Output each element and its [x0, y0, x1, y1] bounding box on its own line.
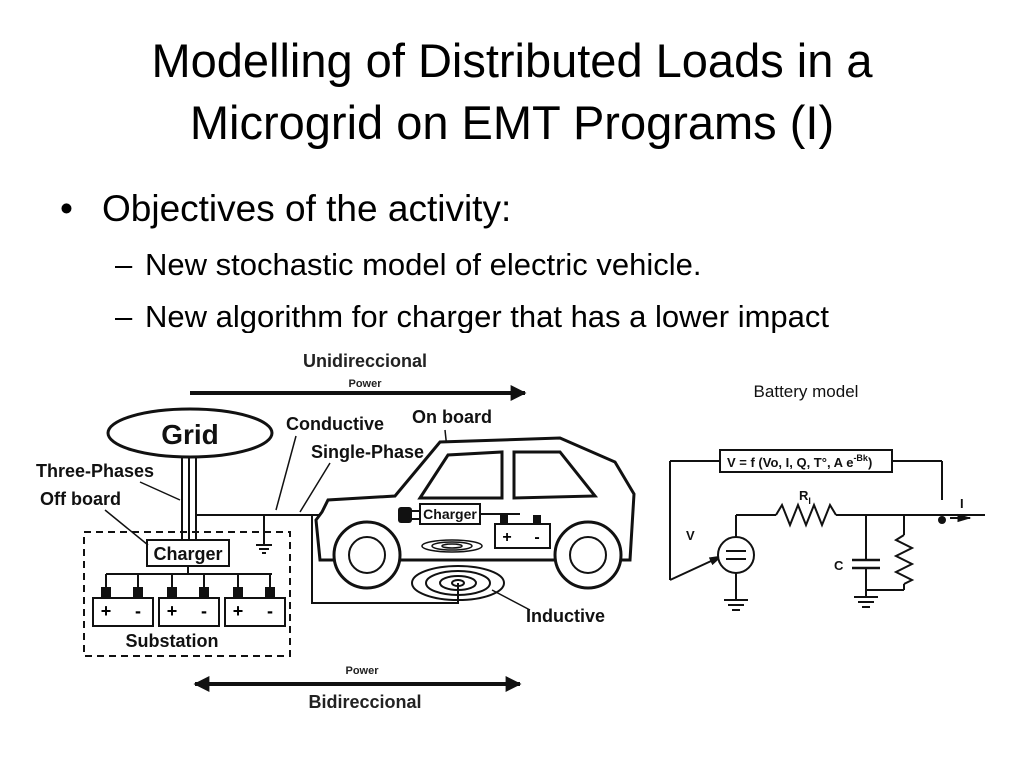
- ground-icon: [256, 544, 272, 554]
- sub-bullet-1: – New stochastic model of electric vehic…: [115, 245, 1000, 285]
- car-battery: + -: [494, 515, 551, 549]
- car-rear-hub: [569, 536, 607, 574]
- grid-ellipse: [106, 407, 274, 459]
- sub-bullet-text: New stochastic model of electric vehicle…: [145, 247, 702, 282]
- bullet-dot: •: [60, 188, 73, 229]
- inductive-feed-line: [311, 515, 459, 604]
- inductive-pointer: [491, 589, 531, 611]
- substation-battery-3: + -: [224, 574, 286, 627]
- svg-text:-: -: [267, 601, 273, 621]
- off-board-pointer: [104, 509, 149, 546]
- station-charger-box: [146, 539, 230, 567]
- car-rear-wheel: [553, 520, 623, 590]
- single-phase-label: Single-Phase: [311, 442, 424, 462]
- power-bottom-label: Power: [345, 665, 379, 677]
- substation-battery-1: + -: [92, 574, 154, 627]
- svg-text:+: +: [167, 601, 178, 621]
- title-line-2: Microgrid on EMT Programs (I): [189, 96, 835, 149]
- svg-text:-: -: [135, 601, 141, 621]
- rc-ground-icon: [854, 596, 878, 608]
- three-phases-label: Three-Phases: [36, 461, 154, 481]
- car-front-wheel: [332, 520, 402, 590]
- single-phase-pointer: [299, 462, 331, 513]
- title-line-1: Modelling of Distributed Loads in a: [151, 34, 873, 87]
- current-label: I: [960, 496, 964, 511]
- sub-bullet-text: New algorithm for charger that has a low…: [145, 299, 830, 333]
- sub-bullet-2: – New algorithm for charger that has a l…: [115, 297, 1000, 333]
- control-arrow: [669, 555, 724, 581]
- on-board-label: On board: [412, 407, 492, 427]
- bullet-objectives: • Objectives of the activity:: [60, 185, 1000, 233]
- parallel-resistor: [893, 534, 915, 585]
- car-front-window: [417, 450, 504, 500]
- source-ground-icon: [724, 599, 748, 611]
- resistor-ri: [775, 502, 837, 528]
- plug-icon: [398, 507, 420, 523]
- bullet-text: Objectives of the activity:: [102, 188, 512, 229]
- sub-bullet-dash: –: [115, 247, 133, 282]
- battery-model-caption: Battery model: [754, 382, 859, 401]
- three-phases-pointer: [139, 481, 181, 501]
- resistor-label: RI: [799, 488, 811, 506]
- unidirectional-label: Unidireccional: [303, 351, 427, 371]
- conductive-pointer: [275, 435, 297, 511]
- svg-text:-: -: [534, 529, 539, 546]
- substation-box: [83, 531, 291, 657]
- car-coil-icon: [421, 539, 483, 553]
- station-charger-label: Charger: [153, 544, 222, 564]
- bidirectional-label: Bidireccional: [308, 692, 421, 712]
- capacitor-label: C: [834, 558, 844, 573]
- bullet-list: • Objectives of the activity: – New stoc…: [60, 185, 1000, 333]
- voltage-label: V: [686, 528, 695, 543]
- svg-text:+: +: [502, 529, 511, 546]
- car-front-hub: [348, 536, 386, 574]
- power-top-label: Power: [348, 378, 382, 390]
- svg-text:-: -: [201, 601, 207, 621]
- svg-text:+: +: [101, 601, 112, 621]
- substation-label: Substation: [126, 631, 219, 651]
- grid-label: Grid: [161, 419, 219, 450]
- slide-title: Modelling of Distributed Loads in a Micr…: [0, 30, 1024, 154]
- equation-box: [719, 449, 893, 473]
- sub-bullet-dash: –: [115, 299, 133, 333]
- substation-battery-2: + -: [158, 574, 220, 627]
- voltage-source-icon: [717, 536, 755, 574]
- output-node: [938, 516, 946, 524]
- equation-label: V = f (Vo, I, Q, T°, A e-Bk): [727, 453, 872, 470]
- conductive-label: Conductive: [286, 414, 384, 434]
- svg-text:+: +: [233, 601, 244, 621]
- car-rear-window: [512, 450, 599, 500]
- off-board-label: Off board: [40, 489, 121, 509]
- inductive-label: Inductive: [526, 606, 605, 626]
- car-charger-label: Charger: [423, 506, 477, 522]
